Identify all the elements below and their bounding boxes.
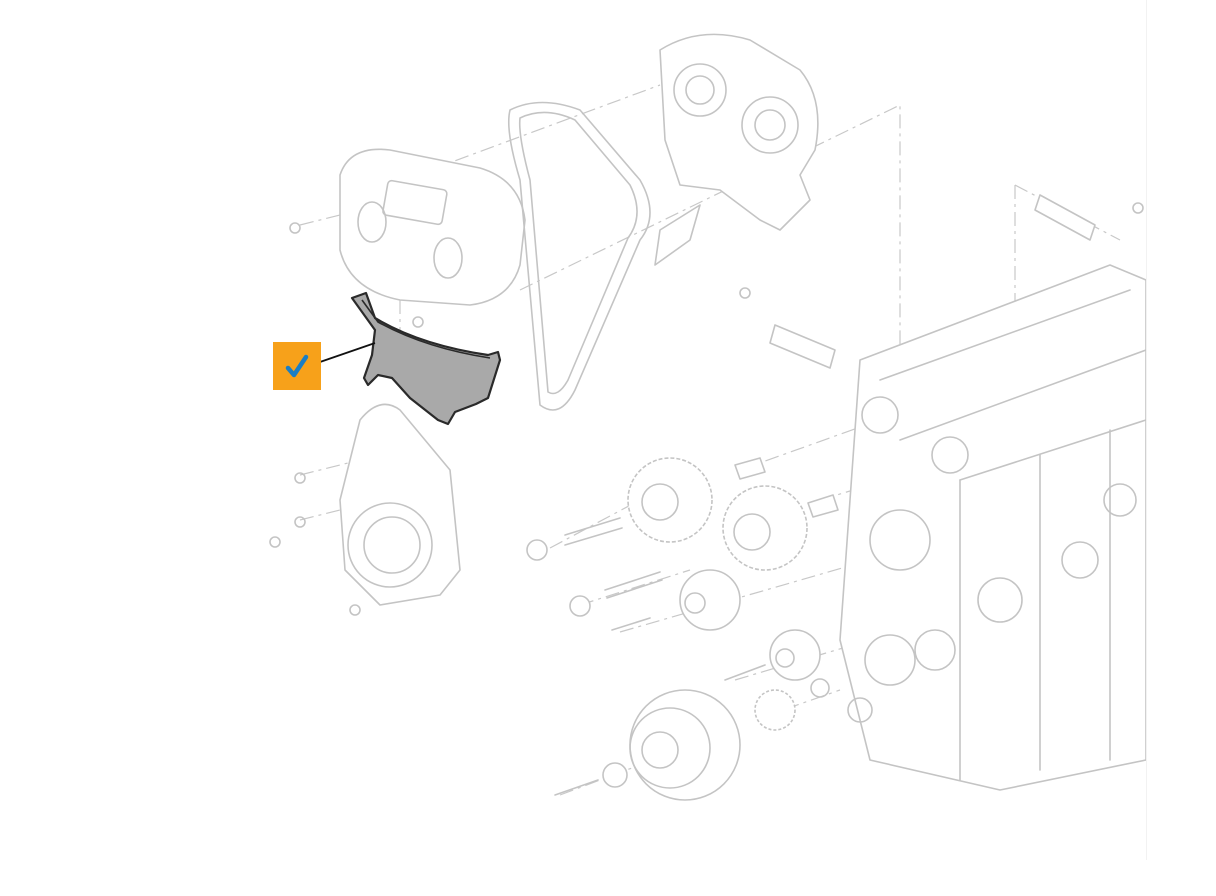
engine-block [839, 264, 1147, 791]
camshaft-sprockets[interactable] [627, 457, 839, 571]
camshaft-solenoids[interactable] [739, 194, 1144, 369]
panel-edge [1146, 0, 1147, 860]
lower-rear-cover[interactable] [339, 403, 461, 606]
pulleys[interactable] [629, 569, 830, 801]
callout-leader-line [319, 342, 376, 363]
rear-timing-cover[interactable] [654, 33, 819, 266]
fasteners[interactable] [269, 222, 766, 796]
timing-belt[interactable] [507, 101, 651, 411]
selected-part-lower-timing-cover[interactable] [350, 291, 502, 426]
checkmark-icon [273, 342, 321, 390]
selected-part-badge[interactable] [273, 342, 321, 390]
upper-timing-cover[interactable] [339, 148, 526, 306]
